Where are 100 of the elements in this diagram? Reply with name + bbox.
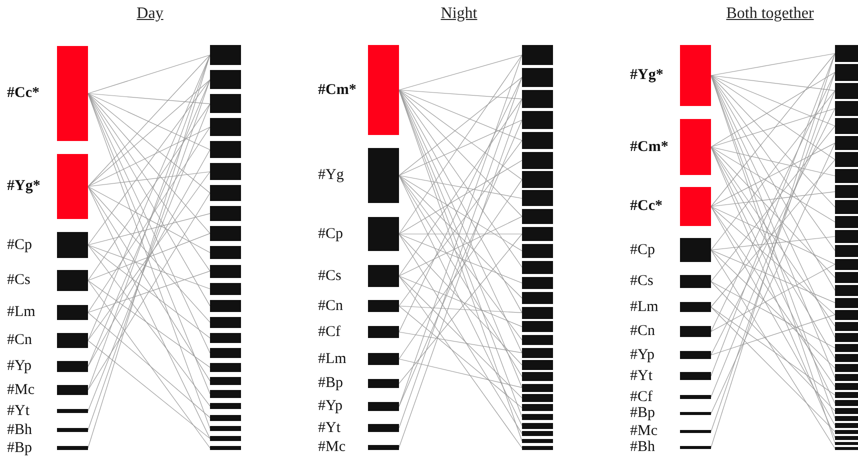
bar	[835, 408, 858, 414]
bar	[522, 321, 553, 332]
panel-title: Night	[440, 6, 478, 22]
bar	[210, 282, 241, 296]
connector-line	[398, 54, 522, 234]
species-label: #Yt	[630, 368, 654, 384]
species-label: #Cs	[7, 273, 32, 288]
connector-line	[398, 216, 522, 276]
bar	[210, 185, 241, 201]
species-label: #Cm*	[318, 82, 358, 98]
bar	[835, 383, 858, 390]
bar	[522, 360, 553, 370]
bar	[210, 141, 241, 158]
connector-line	[710, 250, 836, 368]
connector-line	[88, 126, 210, 187]
connector-line	[398, 160, 522, 234]
connector-line	[398, 175, 522, 426]
connector-line	[710, 191, 836, 207]
bar	[522, 334, 553, 346]
species-label: #Cs	[318, 268, 342, 284]
connector-line	[398, 175, 522, 252]
connector-line	[88, 93, 210, 234]
connector-line	[88, 280, 210, 448]
species-label: #Cp	[7, 238, 34, 252]
bar	[522, 208, 553, 224]
bar	[210, 402, 241, 410]
species-label: #Cp	[318, 226, 344, 242]
connector-line	[710, 146, 836, 278]
bar	[522, 244, 553, 258]
connector-line	[88, 244, 210, 338]
bar	[522, 260, 553, 274]
connector-line	[710, 281, 836, 348]
connector-line	[710, 146, 836, 222]
bar	[835, 152, 858, 167]
bar	[522, 372, 553, 381]
species-label: #Mc	[630, 424, 658, 439]
connector-line	[710, 250, 836, 449]
bar	[210, 446, 241, 450]
connector-line	[88, 280, 210, 368]
connector-line	[88, 79, 210, 187]
connector-line	[88, 54, 210, 94]
connector-line	[88, 244, 210, 406]
connector-line	[710, 75, 836, 160]
connector-line	[710, 264, 836, 332]
bar	[210, 426, 241, 432]
connector-line	[88, 54, 210, 187]
bar	[835, 364, 858, 372]
connector-line	[398, 276, 522, 327]
connector-line	[398, 306, 522, 313]
connector-line	[88, 79, 210, 246]
connector-line	[710, 75, 836, 91]
connector-line	[88, 93, 210, 104]
connector-line	[88, 270, 210, 313]
connector-line	[88, 233, 210, 281]
bar	[522, 226, 553, 242]
bar	[210, 348, 241, 358]
connector-line	[88, 93, 210, 150]
bar	[835, 392, 858, 398]
connector-line	[710, 236, 836, 250]
connector-line	[398, 234, 522, 434]
connector-line	[710, 146, 836, 176]
bar	[522, 431, 553, 436]
bar	[210, 436, 241, 441]
bar	[835, 82, 858, 99]
connector-line	[710, 146, 836, 359]
connector-line	[710, 75, 836, 291]
connector-line	[398, 276, 522, 398]
bar	[835, 244, 858, 257]
connector-line	[398, 276, 522, 448]
bar	[210, 414, 241, 421]
bar	[835, 447, 858, 450]
bar	[522, 348, 553, 358]
connector-line	[398, 175, 522, 199]
bar	[522, 132, 553, 150]
bar	[522, 68, 553, 87]
bar	[835, 442, 858, 446]
bar	[210, 118, 241, 136]
bar	[835, 64, 858, 81]
species-label: #Yp	[630, 348, 656, 362]
connector-line	[398, 54, 522, 90]
species-label: #Yg*	[630, 68, 664, 83]
panel-title: Day	[136, 6, 164, 22]
species-label: #Yp	[318, 399, 344, 414]
bar	[210, 226, 241, 241]
connector-line	[88, 171, 210, 341]
species-label: #Bp	[7, 440, 34, 456]
connector-line	[710, 108, 836, 356]
bar	[210, 45, 241, 65]
bar	[835, 354, 858, 362]
connector-line	[398, 175, 522, 298]
bar	[835, 45, 858, 62]
bar	[522, 110, 553, 130]
bar	[835, 436, 858, 440]
bar	[210, 390, 241, 398]
connector-line	[398, 76, 522, 176]
connector-line	[710, 126, 836, 282]
connector-line	[710, 142, 836, 207]
species-label: #Cn	[318, 298, 344, 314]
species-label: #Cc*	[7, 86, 40, 101]
species-label: #Cc*	[630, 199, 664, 214]
